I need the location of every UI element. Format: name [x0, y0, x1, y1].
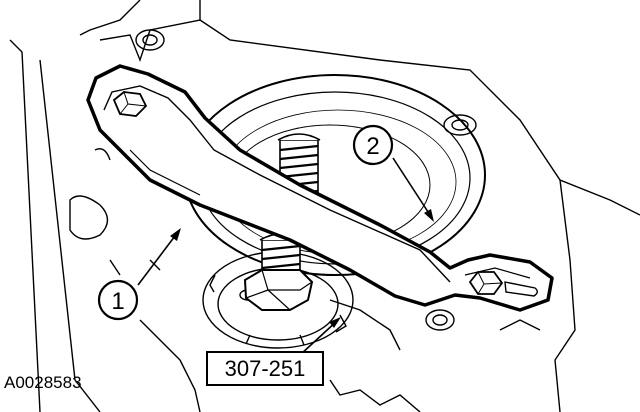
leader-arrowheads [170, 209, 434, 328]
mounting-bolt-left [112, 91, 148, 117]
figure-id: A0028583 [4, 373, 82, 392]
tool-bracket [86, 64, 554, 312]
callout-2-label: 2 [366, 133, 379, 160]
tool-number-box: 307-251 [206, 351, 324, 386]
callout-2: 2 [352, 124, 394, 166]
housing-outline [9, 0, 640, 412]
mounting-bolt-right [468, 271, 504, 295]
callout-1: 1 [97, 279, 139, 321]
leader-lines [137, 157, 433, 356]
callout-1-label: 1 [111, 288, 124, 315]
tool-number-label: 307-251 [225, 356, 306, 381]
